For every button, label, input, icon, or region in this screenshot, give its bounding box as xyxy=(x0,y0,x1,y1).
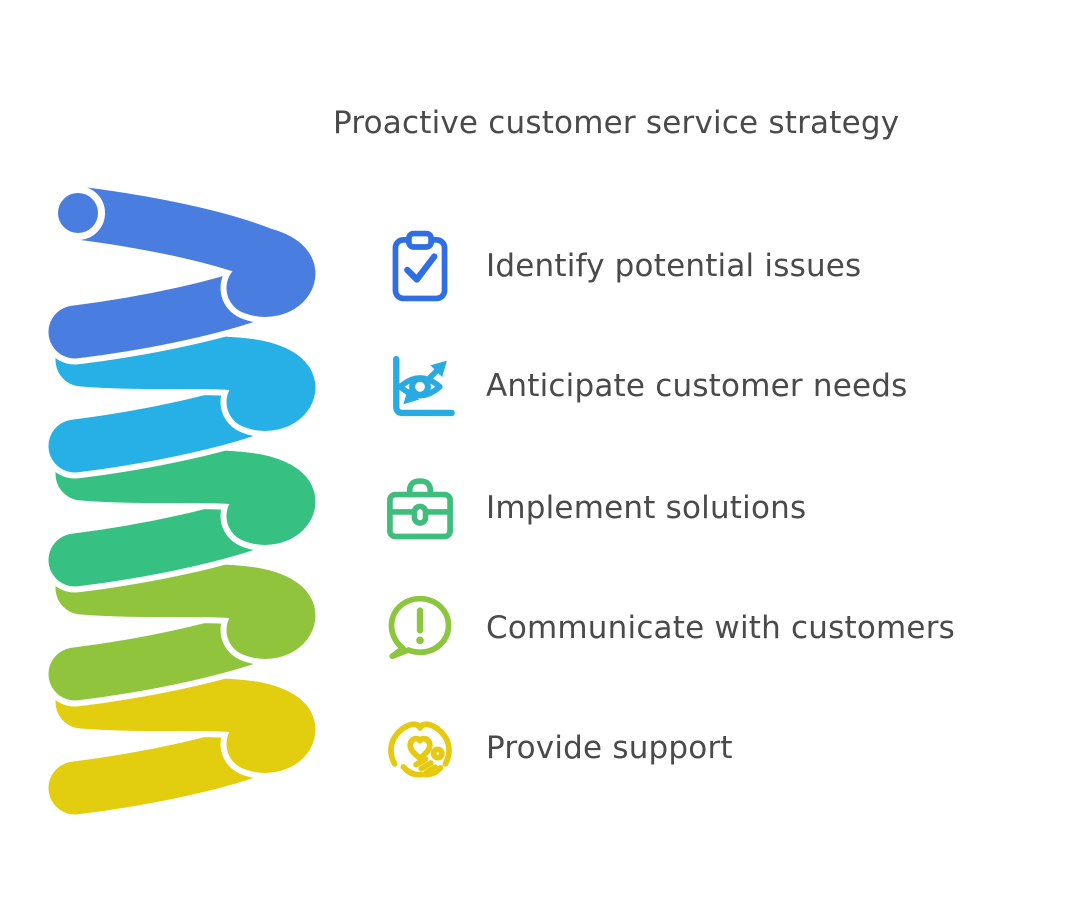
list-item: Identify potential issues xyxy=(382,228,861,304)
list-item-label: Provide support xyxy=(486,730,733,766)
list-item: Anticipate customer needs xyxy=(382,348,908,424)
list-item: Communicate with customers xyxy=(382,590,955,666)
toolbox-icon xyxy=(382,470,458,546)
spring-coil-blue xyxy=(42,180,322,365)
list-item: Implement solutions xyxy=(382,470,806,546)
list-item-label: Anticipate customer needs xyxy=(486,368,908,404)
spring-coil-cyan xyxy=(42,327,322,479)
list-item: Provide support xyxy=(382,710,733,786)
spring-coil-lime xyxy=(42,555,322,707)
list-item-label: Implement solutions xyxy=(486,490,807,526)
list-item-label: Identify potential issues xyxy=(486,248,862,284)
spiral-spring-graphic xyxy=(42,180,322,821)
list-item-label: Communicate with customers xyxy=(486,610,955,646)
page-title: Proactive customer service strategy xyxy=(333,105,900,141)
eye-growth-chart-icon xyxy=(382,348,458,424)
clipboard-check-icon xyxy=(382,228,458,304)
spring-coil-yellow xyxy=(42,669,322,821)
spring-coil-green xyxy=(42,441,322,593)
speech-bubble-exclamation-icon xyxy=(382,590,458,666)
hands-holding-heart-icon xyxy=(382,710,458,786)
spring-end-cap xyxy=(51,186,105,240)
